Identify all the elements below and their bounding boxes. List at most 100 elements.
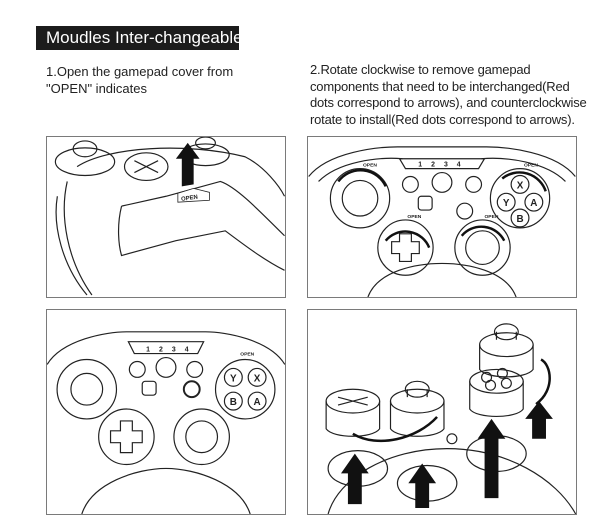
plus-button <box>186 360 204 378</box>
up-arrow-icon-3 <box>477 418 506 499</box>
x-button <box>510 174 530 194</box>
left-stick-cap <box>341 179 379 217</box>
shoulder-lines <box>318 157 566 182</box>
right-stick-ring <box>454 219 511 276</box>
b-button-label: B <box>230 397 237 408</box>
x-button-label: X <box>517 180 524 191</box>
up-arrow-icon-4 <box>525 401 553 439</box>
rotate-arrow-dpad <box>384 230 431 249</box>
y-button-label: Y <box>230 373 237 384</box>
face-button-module <box>469 367 524 418</box>
right-stick-ring <box>173 408 230 466</box>
grip-edge <box>63 181 93 296</box>
dpad-module <box>123 152 169 182</box>
open-cover-drawing: OPEN <box>54 137 285 296</box>
face-button-ring <box>489 168 551 229</box>
gamepad-body-outline <box>327 448 576 514</box>
step-2-instruction: 2.Rotate clockwise to remove gamepad com… <box>310 62 600 128</box>
plus-button <box>465 175 483 193</box>
face-button-ring <box>214 358 276 420</box>
gamepad-outline <box>47 331 285 365</box>
left-stick-ring <box>54 147 116 177</box>
illustration-rotate-remove: 1 2 3 4 OPEN OPEN OPEN OPEN X Y A B <box>307 136 577 298</box>
player-led-4: 4 <box>185 347 189 354</box>
player-led-2: 2 <box>159 347 163 354</box>
open-label: OPEN <box>181 195 198 203</box>
player-led-bar <box>127 341 205 355</box>
player-led-3: 3 <box>172 347 176 354</box>
home-button <box>431 171 453 193</box>
open-label-left-stick: OPEN <box>363 163 377 169</box>
x-button <box>247 367 267 387</box>
open-label-badge: OPEN <box>177 187 210 203</box>
illustration-modules-exploded <box>307 309 577 515</box>
player-led-bar <box>398 158 486 170</box>
installed-drawing: 1 2 3 4 OPEN Y X B A <box>47 331 285 514</box>
a-button <box>247 391 267 411</box>
right-stick-cap <box>195 137 216 150</box>
b-button <box>223 391 243 411</box>
swap-arrow-right-icon <box>535 358 551 406</box>
capture-button <box>182 380 201 399</box>
dpad-module <box>325 388 381 437</box>
gamepad-outline <box>308 146 576 177</box>
step-2-line-3: dots correspond to arrows), and counterc… <box>310 95 587 110</box>
y-button <box>496 192 516 212</box>
gamepad-top-outline <box>76 147 285 197</box>
bottom-touchpad <box>367 262 517 297</box>
rotate-arrow-right-stick <box>460 225 506 242</box>
open-label-right-stick: OPEN <box>484 214 498 220</box>
step-1-instruction: 1.Open the gamepad cover from "OPEN" ind… <box>46 64 286 97</box>
open-label-face: OPEN <box>524 163 538 169</box>
left-stick-ring <box>56 358 118 420</box>
minus-button <box>401 175 419 193</box>
open-label-face: OPEN <box>240 352 254 358</box>
grip-outline-left <box>55 196 88 296</box>
dpad-ring <box>98 408 155 466</box>
home-button <box>155 356 177 378</box>
bottom-touchpad <box>81 467 251 514</box>
y-button <box>223 367 243 387</box>
up-arrow-icon-1 <box>340 453 369 505</box>
a-button-label: A <box>254 397 261 408</box>
rotate-arrow-left-stick <box>337 169 387 187</box>
cover-upper-edge <box>121 180 285 237</box>
player-led-1: 1 <box>418 162 422 169</box>
player-led-3: 3 <box>444 162 448 169</box>
turbo-button <box>417 195 433 211</box>
left-stick-cap <box>70 372 104 406</box>
capture-button <box>456 202 474 220</box>
x-button-label: X <box>254 373 261 384</box>
small-button <box>446 433 458 445</box>
dpad-cross <box>134 160 159 174</box>
b-button-label: B <box>516 214 523 225</box>
illustration-installed: 1 2 3 4 OPEN Y X B A <box>46 309 286 515</box>
step-1-line-1: 1.Open the gamepad cover from <box>46 64 234 79</box>
step-2-line-2: components that need to be interchanged(… <box>310 78 570 94</box>
cover-lower-edge <box>118 205 285 271</box>
left-stick-cap <box>72 140 98 158</box>
right-stick-cap <box>185 420 219 454</box>
swap-arrow-icon <box>352 416 438 443</box>
open-label-dpad: OPEN <box>407 214 421 220</box>
y-button-label: Y <box>503 198 510 209</box>
b-button <box>510 208 530 228</box>
rotate-remove-drawing: 1 2 3 4 OPEN OPEN OPEN OPEN X Y A B <box>308 146 576 297</box>
player-led-1: 1 <box>146 347 150 354</box>
illustration-open-cover: OPEN <box>46 136 286 298</box>
right-stick-module <box>479 323 534 378</box>
a-button-label: A <box>530 198 537 209</box>
dpad-cross <box>109 420 143 454</box>
dpad-cross <box>391 233 420 263</box>
minus-button <box>128 360 146 378</box>
player-led-4: 4 <box>457 162 461 169</box>
left-stick-module <box>389 380 445 437</box>
step-2-line-4: rotate to install(Red dots correspond to… <box>310 111 575 127</box>
rotate-arrow-face <box>501 171 547 192</box>
left-stick-ring <box>329 168 391 229</box>
modules-exploded-drawing <box>325 323 576 514</box>
step-1-line-2: "OPEN" indicates <box>46 80 147 96</box>
player-led-2: 2 <box>431 162 435 169</box>
step-2-line-1: 2.Rotate clockwise to remove gamepad <box>310 62 531 77</box>
dpad-ring <box>377 219 434 276</box>
